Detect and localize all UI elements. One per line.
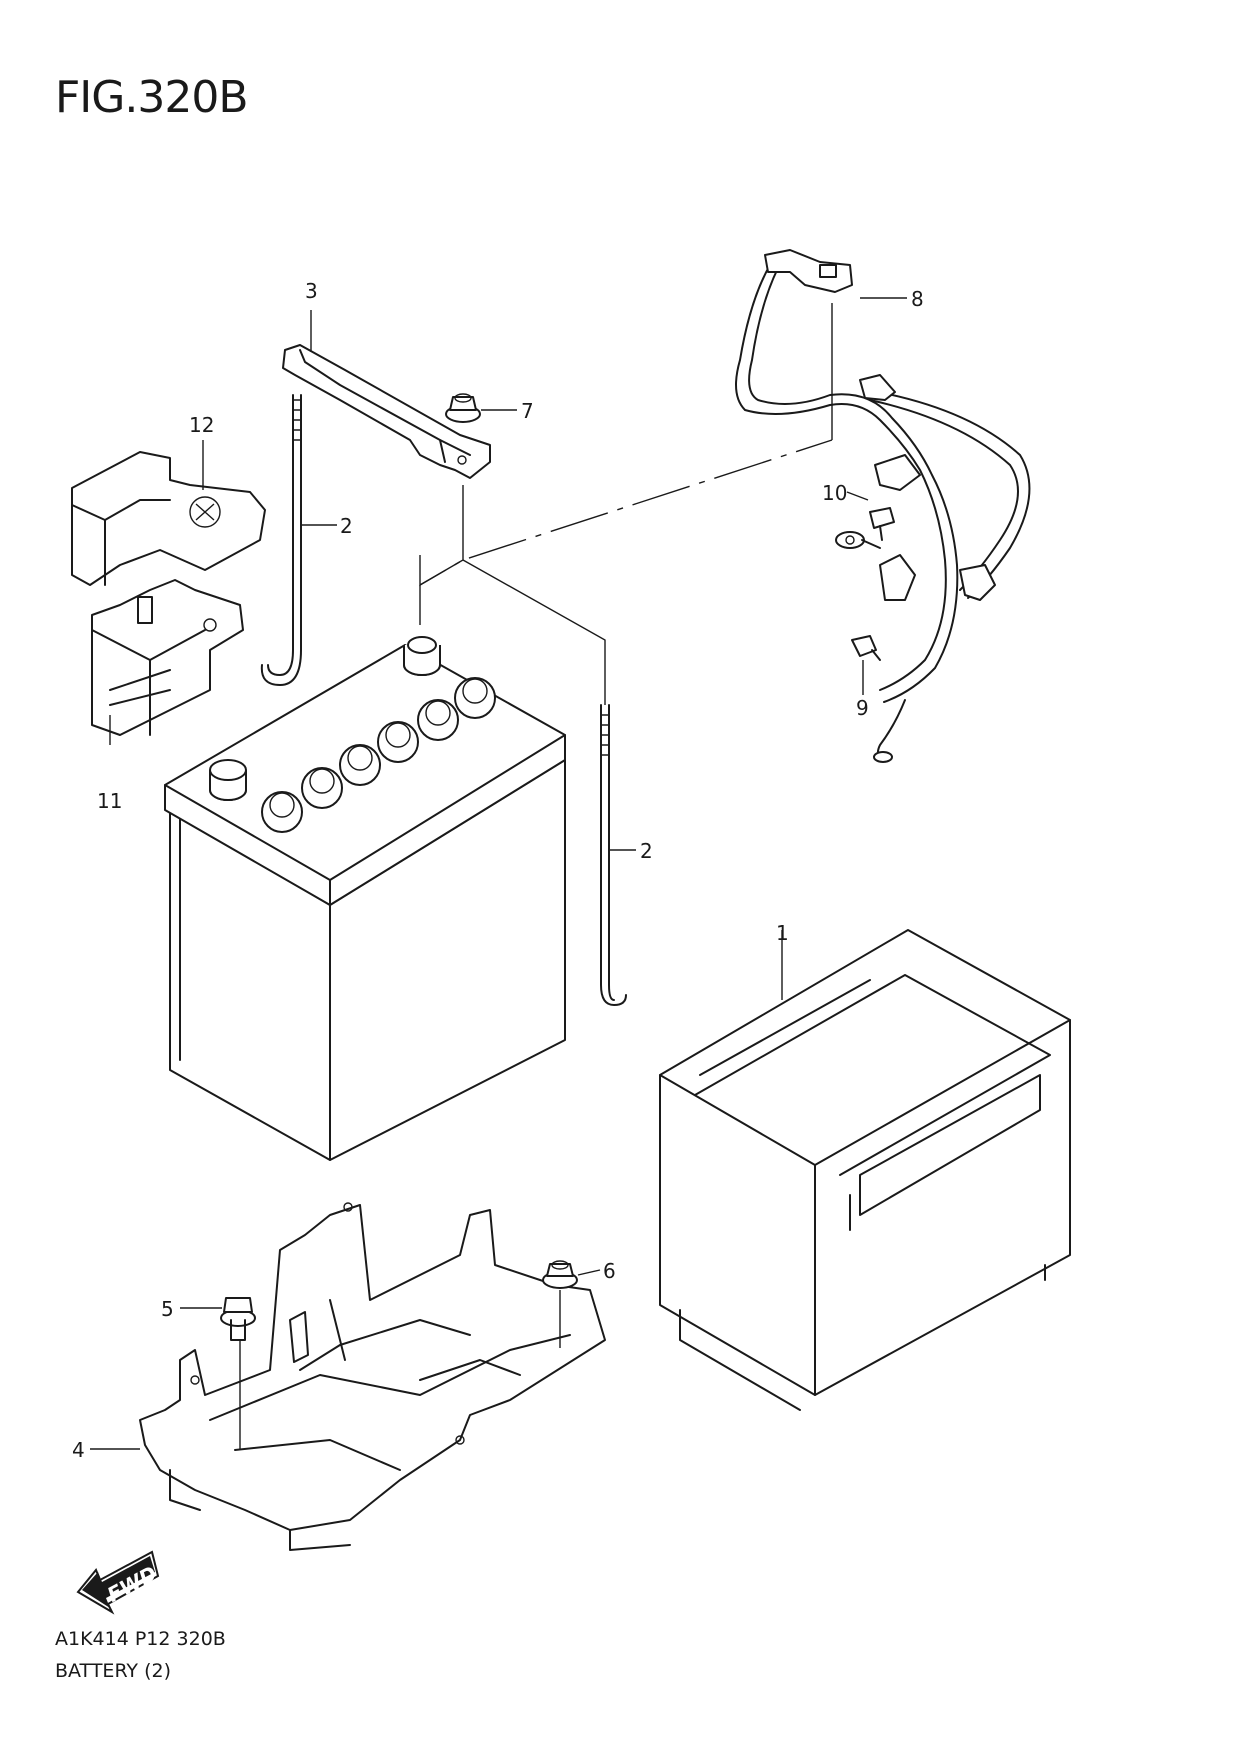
figure-name: BATTERY (2): [55, 1660, 171, 1682]
part-flange-nut-6: [542, 1260, 578, 1289]
part-terminal-clamp: [91, 579, 244, 736]
callout-4: 4: [72, 1438, 85, 1462]
callout-2-upper: 2: [340, 514, 353, 538]
part-bolt-9: [851, 635, 881, 661]
part-battery-clamp: [282, 344, 491, 479]
callout-5: 5: [161, 1297, 174, 1321]
callout-9: 9: [856, 696, 869, 720]
callout-3: 3: [305, 279, 318, 303]
callout-12: 12: [189, 413, 214, 437]
part-battery-case: [659, 929, 1071, 1411]
callout-11: 11: [97, 789, 122, 813]
forward-arrow-icon: FWD: [76, 1550, 161, 1615]
callout-8: 8: [911, 287, 924, 311]
part-battery: [164, 636, 566, 1161]
part-j-bolt-left: [260, 394, 302, 686]
part-flange-nut-7: [445, 393, 481, 423]
callout-7: 7: [521, 399, 534, 423]
figure-code: A1K414 P12 320B: [55, 1628, 226, 1650]
callout-10: 10: [822, 481, 847, 505]
part-j-bolt-right: [600, 704, 627, 1006]
part-terminal-cover: [71, 451, 266, 586]
callout-labels: 1 2 2 3 4 5 6 7 8 9 10 11 12: [72, 279, 924, 1462]
callout-6: 6: [603, 1259, 616, 1283]
callout-1: 1: [776, 921, 789, 945]
part-battery-cable: [735, 249, 1031, 763]
leader-lines: [90, 297, 907, 1450]
part-battery-tray: [139, 1202, 606, 1551]
figure-title: FIG.320B: [55, 72, 249, 123]
part-bolt-10: [869, 507, 895, 541]
callout-2-lower: 2: [640, 839, 653, 863]
part-bolt-5: [220, 1297, 256, 1341]
